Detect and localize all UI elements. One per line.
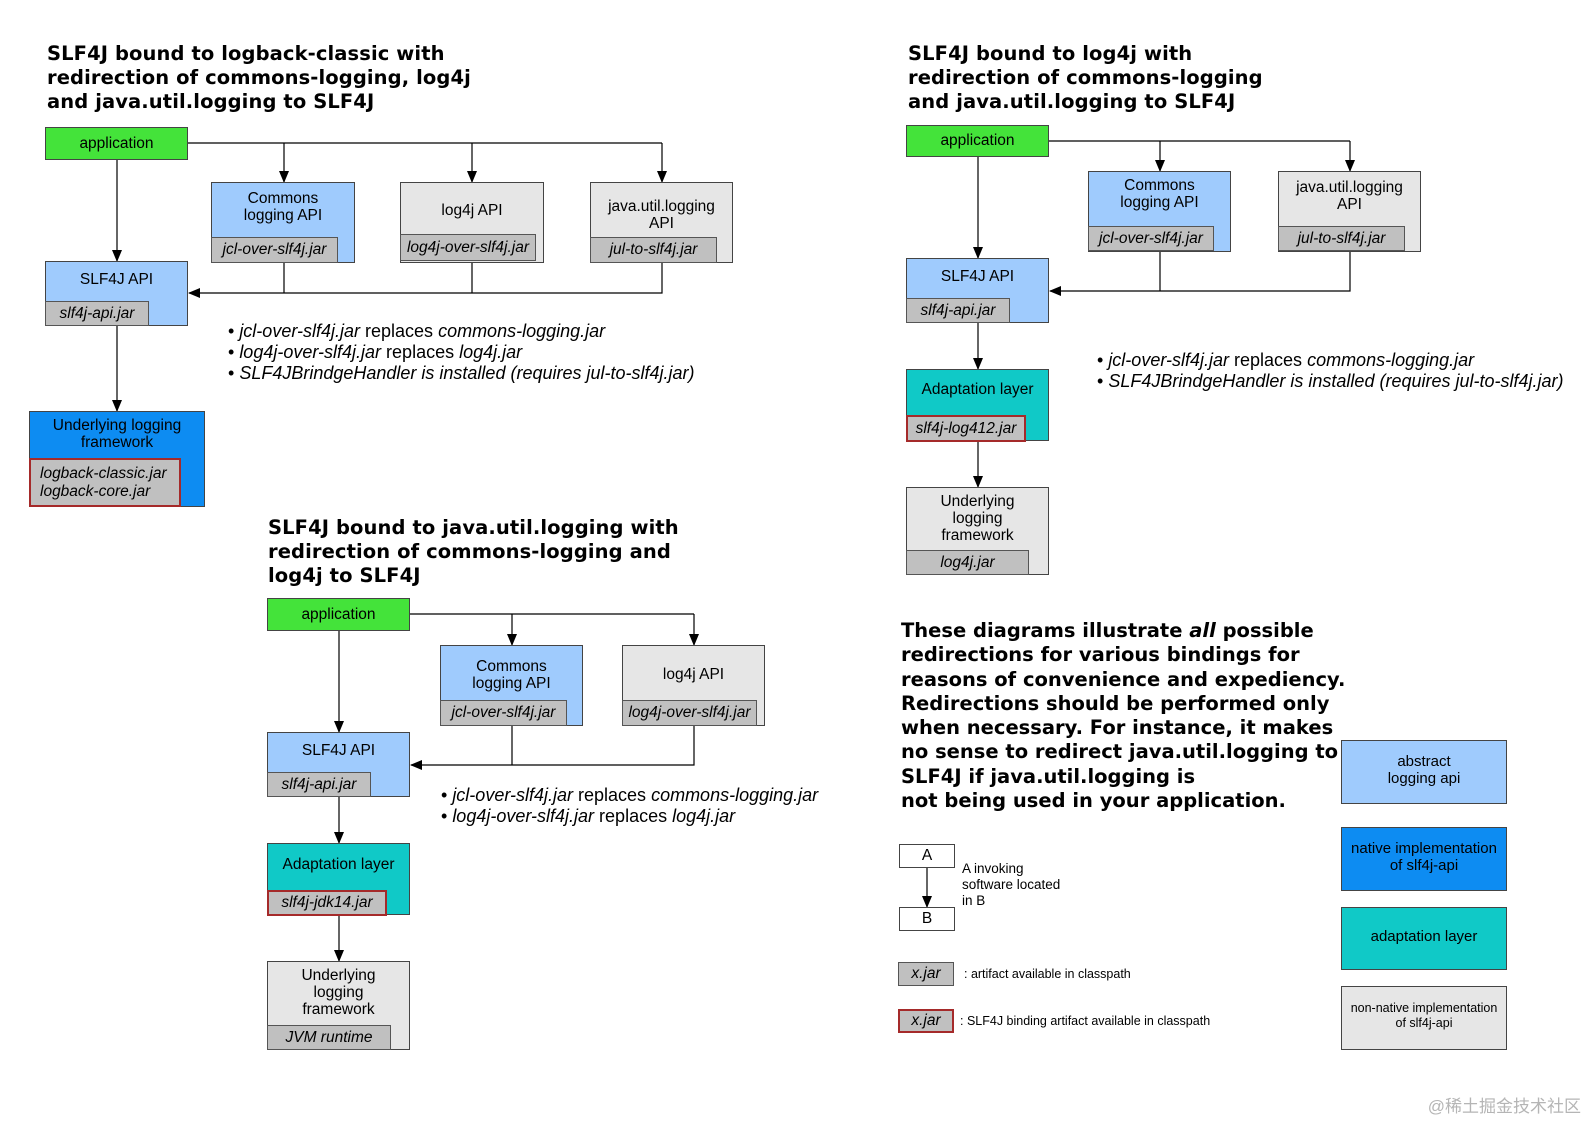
diagram1-jul-api-label: java.util.logging API	[608, 198, 715, 232]
diagram1-underlying-framework-label: Underlying logging framework	[52, 417, 182, 451]
diagram2-adaptation-layer-label: Adaptation layer	[921, 381, 1034, 398]
diagram3-log4j-over-slf4j-jar: log4j-over-slf4j.jar	[622, 700, 757, 726]
diagram1-note-1: • jcl-over-slf4j.jar replaces commons-lo…	[228, 321, 606, 341]
diagram1-commons-logging-api-box: Commons logging API jcl-over-slf4j.jar	[211, 182, 355, 263]
diagram2-slf4j-api-label: SLF4J API	[940, 268, 1015, 285]
diagram3-note-1: • jcl-over-slf4j.jar replaces commons-lo…	[441, 785, 819, 805]
diagram1-title: SLF4J bound to logback-classic with redi…	[47, 42, 471, 113]
diagram3-commons-logging-api-box: Commons logging API jcl-over-slf4j.jar	[440, 645, 583, 726]
explanation-text: These diagrams illustrate all possible r…	[901, 619, 1346, 813]
legend-invoke-description: A invoking software located in B	[962, 861, 1061, 908]
diagram2-notes: • jcl-over-slf4j.jar replaces commons-lo…	[1097, 350, 1564, 392]
diagram2-note-2: • SLF4JBrindgeHandler is installed (requ…	[1097, 371, 1564, 391]
diagram2-application-box: application	[906, 125, 1049, 157]
diagram1-note-3: • SLF4JBrindgeHandler is installed (requ…	[228, 363, 695, 383]
diagram2-jcl-over-slf4j-jar: jcl-over-slf4j.jar	[1088, 226, 1214, 251]
diagram3-title: SLF4J bound to java.util.logging with re…	[268, 516, 679, 587]
diagram2-slf4j-log412-jar: slf4j-log412.jar	[906, 415, 1026, 442]
diagram2-jul-api-label: java.util.logging API	[1296, 179, 1403, 213]
diagram3-slf4j-api-label: SLF4J API	[301, 742, 376, 759]
legend-native-implementation: native implementation of slf4j-api	[1341, 827, 1507, 891]
legend-non-native-implementation: non-native implementation of slf4j-api	[1341, 986, 1507, 1050]
diagram2-jul-to-slf4j-jar: jul-to-slf4j.jar	[1278, 226, 1405, 251]
legend-artifact-description: : artifact available in classpath	[964, 967, 1131, 981]
diagram3-slf4j-api-jar: slf4j-api.jar	[267, 772, 371, 797]
diagram1-underlying-framework-box: Underlying logging framework logback-cla…	[29, 411, 205, 507]
diagram1-jul-to-slf4j-jar: jul-to-slf4j.jar	[590, 237, 717, 263]
diagram1-slf4j-api-label: SLF4J API	[79, 271, 154, 288]
diagram3-log4j-api-box: log4j API log4j-over-slf4j.jar	[622, 645, 765, 726]
legend-adaptation-layer: adaptation layer	[1341, 907, 1507, 970]
legend-box-a: A	[899, 844, 955, 868]
diagram3-application-box: application	[267, 598, 410, 631]
diagram1-slf4j-api-box: SLF4J API slf4j-api.jar	[45, 261, 188, 326]
diagram1-log4j-over-slf4j-jar: log4j-over-slf4j.jar	[400, 234, 536, 261]
diagram1-slf4j-api-jar: slf4j-api.jar	[45, 301, 149, 326]
diagram1-notes: • jcl-over-slf4j.jar replaces commons-lo…	[228, 321, 695, 384]
diagram3-slf4j-jdk14-jar: slf4j-jdk14.jar	[267, 890, 387, 916]
diagram3-log4j-api-label: log4j API	[662, 666, 725, 683]
diagram3-note-2: • log4j-over-slf4j.jar replaces log4j.ja…	[441, 806, 736, 826]
diagram2-log4j-jar: log4j.jar	[906, 550, 1029, 575]
legend-box-b: B	[899, 907, 955, 931]
diagram2-commons-logging-api-box: Commons logging API jcl-over-slf4j.jar	[1088, 171, 1231, 252]
diagram3-notes: • jcl-over-slf4j.jar replaces commons-lo…	[441, 785, 818, 827]
diagram2-underlying-framework-label: Underlying logging framework	[940, 493, 1015, 544]
diagram1-note-2: • log4j-over-slf4j.jar replaces log4j.ja…	[228, 342, 523, 362]
diagram3-slf4j-api-box: SLF4J API slf4j-api.jar	[267, 732, 410, 797]
legend-binding-description: : SLF4J binding artifact available in cl…	[960, 1014, 1211, 1028]
diagram3-adaptation-layer-box: Adaptation layer slf4j-jdk14.jar	[267, 843, 410, 916]
diagram2-adaptation-layer-box: Adaptation layer slf4j-log412.jar	[906, 369, 1049, 442]
diagram1-commons-logging-api-label: Commons logging API	[243, 190, 323, 224]
diagram3-underlying-framework-box: Underlying logging framework JVM runtime	[267, 961, 410, 1050]
watermark: @稀土掘金技术社区	[1427, 1097, 1581, 1116]
diagram2-title: SLF4J bound to log4j with redirection of…	[908, 42, 1263, 113]
diagram2-jul-api-box: java.util.logging API jul-to-slf4j.jar	[1278, 171, 1421, 252]
diagram2-commons-logging-api-label: Commons logging API	[1120, 177, 1199, 211]
diagram3-adaptation-layer-label: Adaptation layer	[282, 856, 395, 873]
diagram1-jul-api-box: java.util.logging API jul-to-slf4j.jar	[590, 182, 733, 263]
diagram1-log4j-api-label: log4j API	[441, 202, 503, 219]
diagram2-slf4j-api-jar: slf4j-api.jar	[906, 298, 1010, 323]
legend-abstract-logging-api: abstract logging api	[1341, 740, 1507, 804]
diagram1-jcl-over-slf4j-jar: jcl-over-slf4j.jar	[211, 237, 338, 263]
diagram3-underlying-framework-label: Underlying logging framework	[301, 967, 376, 1018]
diagram1-log4j-api-box: log4j API log4j-over-slf4j.jar	[400, 182, 544, 263]
legend-artifact-jar-sample: x.jar	[898, 962, 954, 986]
diagram2-underlying-framework-box: Underlying logging framework log4j.jar	[906, 487, 1049, 575]
diagram3-commons-logging-api-label: Commons logging API	[472, 658, 551, 692]
diagram3-jvm-runtime-jar: JVM runtime	[267, 1025, 391, 1050]
diagram3-jcl-over-slf4j-jar: jcl-over-slf4j.jar	[440, 700, 567, 726]
diagram2-note-1: • jcl-over-slf4j.jar replaces commons-lo…	[1097, 350, 1475, 370]
legend-binding-jar-sample: x.jar	[898, 1009, 954, 1033]
diagram2-slf4j-api-box: SLF4J API slf4j-api.jar	[906, 258, 1049, 323]
diagram1-application-box: application	[45, 127, 188, 160]
diagram1-logback-jars: logback-classic.jar logback-core.jar	[29, 458, 181, 507]
